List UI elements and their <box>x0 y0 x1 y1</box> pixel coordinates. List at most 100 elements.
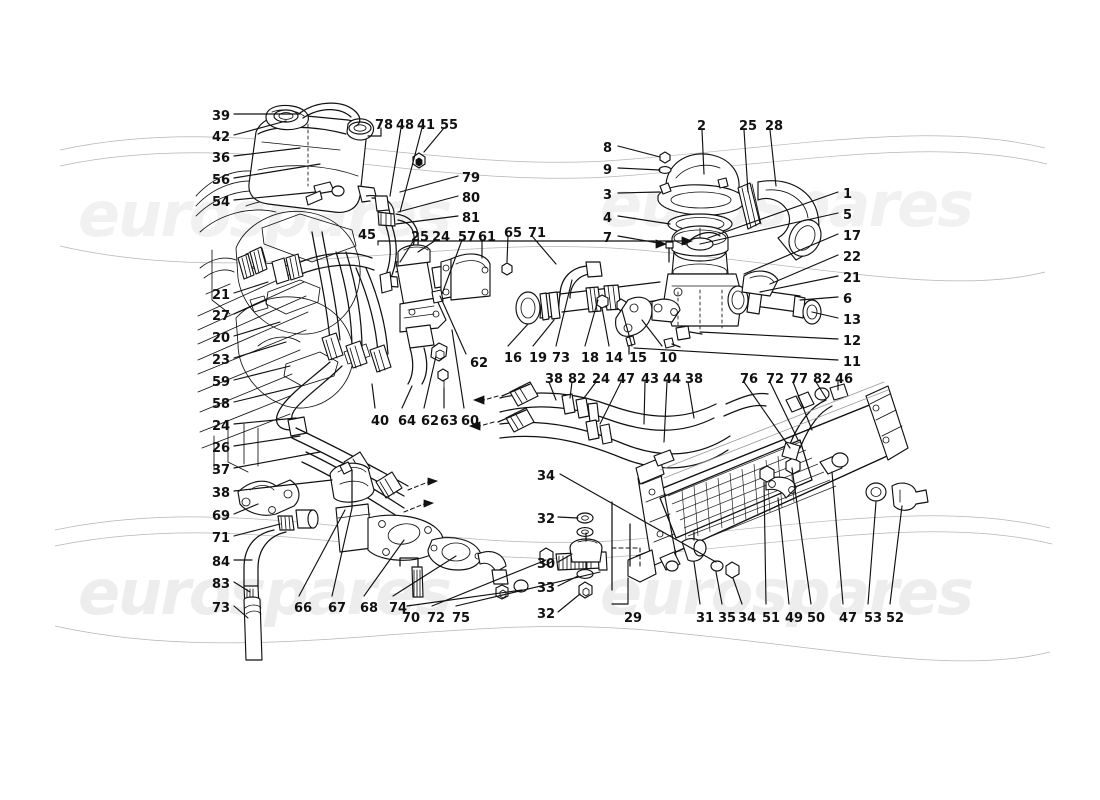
callout-77: 77 <box>790 372 809 387</box>
callout-60: 60 <box>461 414 480 429</box>
callout-28: 28 <box>765 119 784 134</box>
callout-1: 1 <box>843 187 853 202</box>
callout-75: 75 <box>452 611 471 626</box>
water-manifold-assembly <box>515 231 822 355</box>
callout-37: 37 <box>212 463 231 478</box>
callout-17: 17 <box>843 229 862 244</box>
callout-7: 7 <box>603 231 613 246</box>
callout-3: 3 <box>603 188 613 203</box>
callout-4: 4 <box>603 211 613 226</box>
callout-74: 74 <box>389 601 408 616</box>
callout-56: 56 <box>212 173 231 188</box>
callout-71: 71 <box>528 226 547 241</box>
callout-78: 78 <box>375 118 394 133</box>
callout-26: 26 <box>212 441 231 456</box>
callout-2: 2 <box>697 119 707 134</box>
callout-55: 55 <box>440 118 459 133</box>
callout-52: 52 <box>886 611 905 626</box>
callout-84: 84 <box>212 555 231 570</box>
callout-19: 19 <box>529 351 548 366</box>
callout-47: 47 <box>617 372 636 387</box>
callout-34: 34 <box>738 611 757 626</box>
callout-45: 45 <box>358 228 377 243</box>
callout-69: 69 <box>212 509 231 524</box>
callout-30: 30 <box>537 557 556 572</box>
callout-13: 13 <box>843 313 862 328</box>
callout-21: 21 <box>843 271 862 286</box>
callout-24: 24 <box>212 419 231 434</box>
callout-64: 64 <box>398 414 417 429</box>
callout-50: 50 <box>807 611 826 626</box>
callout-32: 32 <box>537 607 556 622</box>
callout-72: 72 <box>427 611 446 626</box>
callout-62: 62 <box>470 356 489 371</box>
callout-39: 39 <box>212 109 231 124</box>
callout-73: 73 <box>212 601 231 616</box>
callout-46: 46 <box>835 372 854 387</box>
watermark-text: eurospares <box>78 556 452 629</box>
callout-58: 58 <box>212 397 231 412</box>
callout-53: 53 <box>864 611 883 626</box>
callout-29: 29 <box>624 611 643 626</box>
callout-35: 35 <box>718 611 737 626</box>
callout-62: 62 <box>421 414 440 429</box>
callout-38: 38 <box>212 486 231 501</box>
callout-76: 76 <box>740 372 759 387</box>
rubber-mount-stack <box>569 501 641 599</box>
callout-44: 44 <box>663 372 682 387</box>
callout-72: 72 <box>766 372 785 387</box>
callout-24: 24 <box>432 230 451 245</box>
callout-6: 6 <box>843 292 853 307</box>
radiator-assembly <box>627 381 929 583</box>
expansion-tank-assembly <box>248 102 426 288</box>
callout-12: 12 <box>843 334 862 349</box>
callout-80: 80 <box>462 191 481 206</box>
callout-65: 65 <box>504 226 523 241</box>
callout-82: 82 <box>813 372 832 387</box>
callout-38: 38 <box>545 372 564 387</box>
callout-57: 57 <box>458 230 477 245</box>
leader-lines <box>233 113 903 619</box>
callout-20: 20 <box>212 331 231 346</box>
callout-9: 9 <box>603 163 613 178</box>
callout-42: 42 <box>212 130 231 145</box>
callout-24: 24 <box>592 372 611 387</box>
callout-10: 10 <box>659 351 678 366</box>
callout-61: 61 <box>478 230 497 245</box>
callout-18: 18 <box>581 351 600 366</box>
callout-79: 79 <box>462 171 481 186</box>
callout-33: 33 <box>537 581 556 596</box>
callout-54: 54 <box>212 195 231 210</box>
callout-38: 38 <box>685 372 704 387</box>
callout-11: 11 <box>843 355 862 370</box>
callout-70: 70 <box>402 611 421 626</box>
callout-48: 48 <box>396 118 415 133</box>
callout-63: 63 <box>440 414 459 429</box>
callout-43: 43 <box>641 372 660 387</box>
callout-22: 22 <box>843 250 862 265</box>
callout-25: 25 <box>411 230 430 245</box>
callout-66: 66 <box>294 601 313 616</box>
callout-5: 5 <box>843 208 853 223</box>
callout-15: 15 <box>629 351 648 366</box>
thermostat-housing-assembly <box>657 151 822 281</box>
callout-27: 27 <box>212 309 231 324</box>
callout-82: 82 <box>568 372 587 387</box>
callout-23: 23 <box>212 353 231 368</box>
callout-68: 68 <box>360 601 379 616</box>
callout-49: 49 <box>785 611 804 626</box>
callout-36: 36 <box>212 151 231 166</box>
callout-47: 47 <box>839 611 858 626</box>
callout-34: 34 <box>537 469 556 484</box>
callout-31: 31 <box>696 611 715 626</box>
callout-71: 71 <box>212 531 231 546</box>
callout-16: 16 <box>504 351 523 366</box>
callout-40: 40 <box>371 414 390 429</box>
callout-41: 41 <box>417 118 436 133</box>
watermark-text: eurospares <box>600 556 974 629</box>
callout-81: 81 <box>462 211 481 226</box>
callout-21: 21 <box>212 288 231 303</box>
thermostat-valve-body <box>379 244 513 389</box>
callout-14: 14 <box>605 351 624 366</box>
